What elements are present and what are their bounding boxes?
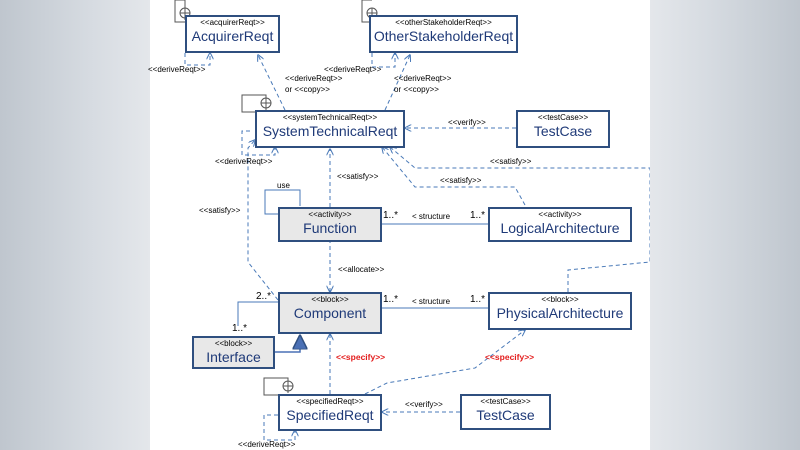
specify-physical-label: <<specify>> — [485, 352, 535, 362]
function-box[interactable]: <<activity>> Function — [278, 207, 382, 242]
specified-derive-self-label: <<deriveReqt>> — [238, 440, 296, 449]
other-derive-self-link — [371, 53, 395, 68]
system-containment-loop — [241, 94, 272, 113]
physical-architecture-box[interactable]: <<block>> PhysicalArchitecture — [488, 292, 632, 330]
use-label: use — [277, 181, 290, 190]
logical-multiplicity-label: 1..* — [470, 210, 486, 221]
system-acquirer-derive-label: <<deriveReqt>> — [285, 74, 343, 83]
system-derive-other-link — [384, 55, 410, 111]
acquirer-derive-self-label: <<deriveReqt>> — [148, 65, 206, 74]
specified-specify-physical-link — [364, 330, 525, 395]
logical-architecture-name: LogicalArchitecture — [500, 220, 620, 236]
other-stakeholder-name: OtherStakeholderReqt — [373, 28, 514, 44]
component-self-link — [237, 301, 278, 326]
system-technical-stereotype: <<systemTechnicalReqt>> — [282, 113, 378, 122]
diagram-canvas: <<acquirerReqt>> AcquirerReqt <<otherSta… — [148, 0, 650, 450]
right-background-panel — [650, 0, 800, 450]
structure-top-label: < structure — [412, 212, 451, 221]
satisfy-left-label: <<satisfy>> — [199, 206, 241, 215]
system-technical-name: SystemTechnicalReqt — [262, 123, 398, 139]
verify-top-label: <<verify>> — [448, 118, 486, 127]
component-stereotype: <<block>> — [311, 295, 349, 304]
acquirer-name: AcquirerReqt — [191, 28, 274, 44]
function-multiplicity-label: 1..* — [383, 210, 399, 221]
interface-box[interactable]: <<block>> Interface — [192, 336, 275, 369]
function-stereotype: <<activity>> — [308, 210, 352, 219]
allocate-label: <<allocate>> — [338, 265, 385, 274]
other-stakeholder-stereotype: <<otherStakeholderReqt>> — [395, 18, 492, 27]
system-other-copy-label: or <<copy>> — [394, 85, 439, 94]
system-derive-acquirer-link — [258, 55, 286, 111]
physical-architecture-stereotype: <<block>> — [541, 295, 579, 304]
physical-multiplicity-label: 1..* — [470, 294, 486, 305]
interface-name: Interface — [206, 349, 261, 365]
system-derive-self-link — [241, 130, 275, 156]
function-name: Function — [303, 220, 357, 236]
acquirer-stereotype: <<acquirerReqt>> — [200, 18, 265, 27]
system-acquirer-copy-label: or <<copy>> — [285, 85, 330, 94]
testcase-bottom-box[interactable]: <<testCase>> TestCase — [460, 394, 551, 430]
system-derive-self-label: <<deriveReqt>> — [215, 157, 273, 166]
specified-reqt-name: SpecifiedReqt — [286, 407, 374, 423]
left-background-panel — [0, 0, 150, 450]
other-stakeholder-reqt-box[interactable]: <<otherStakeholderReqt>> OtherStakeholde… — [369, 15, 518, 53]
other-derive-self-label: <<deriveReqt>> — [324, 65, 382, 74]
specified-reqt-box[interactable]: <<specifiedReqt>> SpecifiedReqt — [278, 394, 382, 431]
verify-bottom-label: <<verify>> — [405, 400, 443, 409]
acquirer-derive-self-link — [184, 53, 210, 66]
physical-architecture-name: PhysicalArchitecture — [496, 305, 624, 321]
satisfy-function-label: <<satisfy>> — [337, 172, 379, 181]
testcase-top-name: TestCase — [533, 123, 593, 139]
logical-architecture-stereotype: <<activity>> — [538, 210, 582, 219]
component-self-multiplicity-label: 2..* — [256, 291, 272, 302]
logical-architecture-box[interactable]: <<activity>> LogicalArchitecture — [488, 207, 632, 242]
specify-component-label: <<specify>> — [336, 352, 386, 362]
component-multiplicity-label: 1..* — [383, 294, 399, 305]
acquirer-reqt-box[interactable]: <<acquirerReqt>> AcquirerReqt — [185, 15, 280, 53]
testcase-bottom-name: TestCase — [476, 407, 535, 423]
logical-satisfy-system-link — [382, 147, 526, 206]
function-use-self-link — [264, 189, 301, 215]
interface-stereotype: <<block>> — [214, 339, 253, 348]
testcase-bottom-stereotype: <<testCase>> — [480, 397, 531, 406]
structure-bottom-label: < structure — [412, 297, 451, 306]
system-technical-reqt-box[interactable]: <<systemTechnicalReqt>> SystemTechnicalR… — [255, 110, 405, 148]
testcase-top-stereotype: <<testCase>> — [537, 113, 589, 122]
satisfy-logical-label: <<satisfy>> — [440, 176, 482, 185]
component-name: Component — [293, 305, 367, 321]
testcase-top-box[interactable]: <<testCase>> TestCase — [516, 110, 610, 148]
satisfy-right-label: <<satisfy>> — [490, 157, 532, 166]
interface-multiplicity-label: 1..* — [232, 323, 248, 334]
system-other-derive-label: <<deriveReqt>> — [394, 74, 452, 83]
specified-reqt-stereotype: <<specifiedReqt>> — [296, 397, 364, 406]
component-satisfy-system-link — [247, 140, 279, 301]
specified-derive-self-link — [263, 414, 295, 441]
specified-containment-loop — [263, 377, 294, 396]
component-box[interactable]: <<block>> Component — [278, 292, 382, 334]
